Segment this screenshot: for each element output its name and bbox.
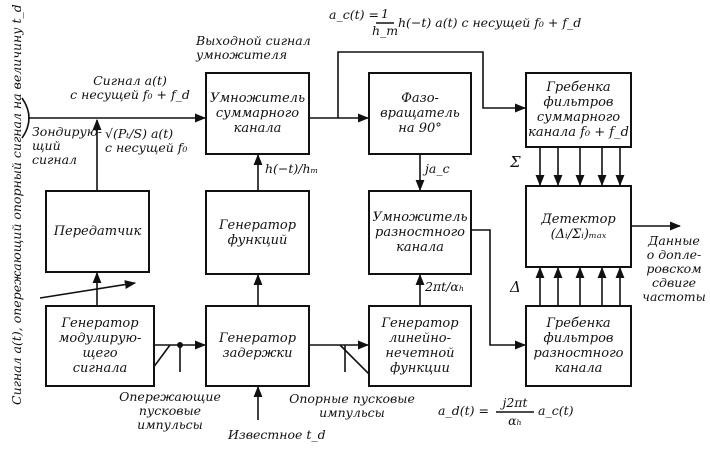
sum-filter-bank-block: Гребенка фильтров суммарного канала f₀ +… — [525, 72, 632, 148]
vertical-note-label: Сигнал a(t), опережающий опорный сигнал … — [9, 4, 24, 405]
function-generator-block: Генератор функций — [205, 190, 310, 275]
probe-signal-label: Зондирую- щий сигнал — [32, 124, 103, 167]
ad-formula-lhs: a_d(t) = — [438, 403, 489, 418]
ac-formula-numerator: 1 — [381, 6, 389, 21]
transmitted-signal-label: √(Pₜ/S) a(t) с несущей f₀ — [105, 126, 188, 155]
lfm-generator-block: Генератор линейно- нечетной функции — [368, 305, 472, 387]
ac-formula-lhs: a_c(t) = — [329, 7, 379, 22]
detector-block: Детектор (Δᵢ/Σᵢ)ₘₐₓ — [525, 185, 632, 268]
ad-formula-rhs: a_c(t) — [538, 403, 574, 418]
two-pi-t-label: 2πt/αₕ — [425, 279, 465, 294]
signal-at-label: Сигнал a(t) с несущей f₀ + f_d — [70, 73, 190, 102]
delta-label: Δ — [510, 278, 521, 296]
doppler-output-label: Данные о допле- ровском сдвиге частоты — [642, 233, 706, 304]
diff-filter-bank-block: Гребенка фильтров разностного канала — [525, 305, 632, 387]
ac-formula-rhs: h(−t) a(t) с несущей f₀ + f_d — [398, 15, 582, 30]
ad-formula-numerator: j2πt — [502, 395, 528, 410]
ac-formula-denominator: h_m — [372, 23, 399, 38]
known-td-label: Известное t_d — [228, 427, 326, 442]
ad-formula-denominator: αₕ — [508, 413, 522, 428]
advance-pulses-label: Опережающие пусковые импульсы — [119, 389, 221, 432]
h-over-hm-label: h(−t)/hₘ — [265, 161, 319, 176]
reference-pulses-label: Опорные пусковые импульсы — [289, 391, 415, 420]
delay-generator-block: Генератор задержки — [205, 305, 310, 387]
multiplier-output-label: Выходной сигнал умножителя — [196, 33, 311, 62]
j-ac-label: ja_c — [425, 161, 450, 176]
sigma-label: Σ — [510, 153, 521, 171]
transmitter-block: Передатчик — [45, 190, 150, 273]
phase-shifter-block: Фазо- вращатель на 90° — [368, 72, 472, 155]
sum-channel-multiplier-block: Умножитель суммарного канала — [205, 72, 310, 155]
modulating-generator-block: Генератор модулирую- щего сигнала — [45, 305, 155, 387]
diff-channel-multiplier-block: Умножитель разностного канала — [368, 190, 472, 275]
